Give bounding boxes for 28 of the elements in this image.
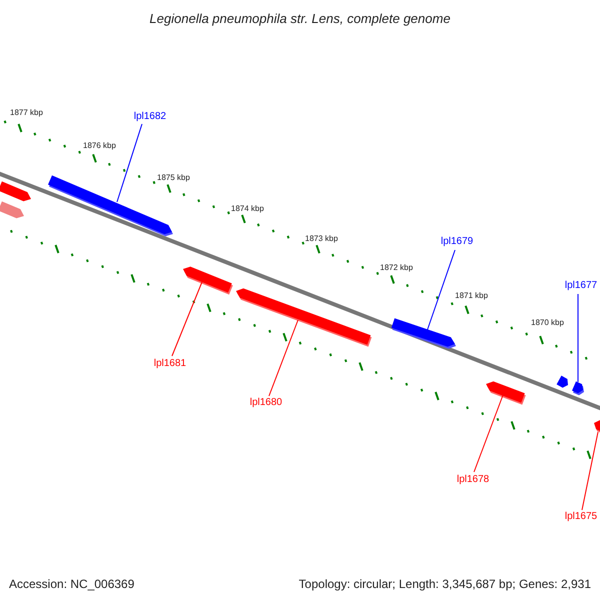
gene-label: lpl1681 — [154, 359, 186, 369]
tick-label: 1873 kbp — [305, 235, 338, 243]
gene-label: lpl1680 — [250, 398, 282, 408]
gene-block — [183, 266, 233, 295]
gene-block — [391, 318, 456, 349]
gene-label: lpl1677 — [564, 281, 598, 291]
tick-label: 1870 kbp — [531, 319, 564, 327]
accession-note: Accession: NC_006369 — [9, 576, 134, 593]
genome-summary: Topology: circular; Length: 3,345,687 bp; Genes: 2,931 — [298, 576, 591, 593]
tick-label: 1875 kbp — [157, 174, 190, 182]
leader-line — [582, 432, 598, 510]
tick-label: 1874 kbp — [231, 205, 264, 213]
leader-line — [426, 250, 456, 332]
leader-line — [268, 320, 298, 396]
gene-block — [48, 175, 173, 236]
tick-label: 1877 kbp — [10, 109, 43, 117]
gene-block — [486, 381, 526, 405]
title: Legionella pneumophila str. Lens, complete genome — [148, 10, 452, 28]
gene-label: lpl1678 — [456, 475, 490, 485]
leader-line — [116, 124, 142, 202]
leader-line — [172, 282, 202, 356]
gene-block — [236, 288, 372, 347]
gene-block — [594, 420, 600, 435]
gene-label: lpl1679 — [440, 237, 474, 247]
gene-block — [572, 381, 584, 396]
gene-label: lpl1675 — [564, 512, 598, 522]
gene-label: lpl1682 — [134, 112, 166, 122]
leader-line — [474, 394, 504, 472]
